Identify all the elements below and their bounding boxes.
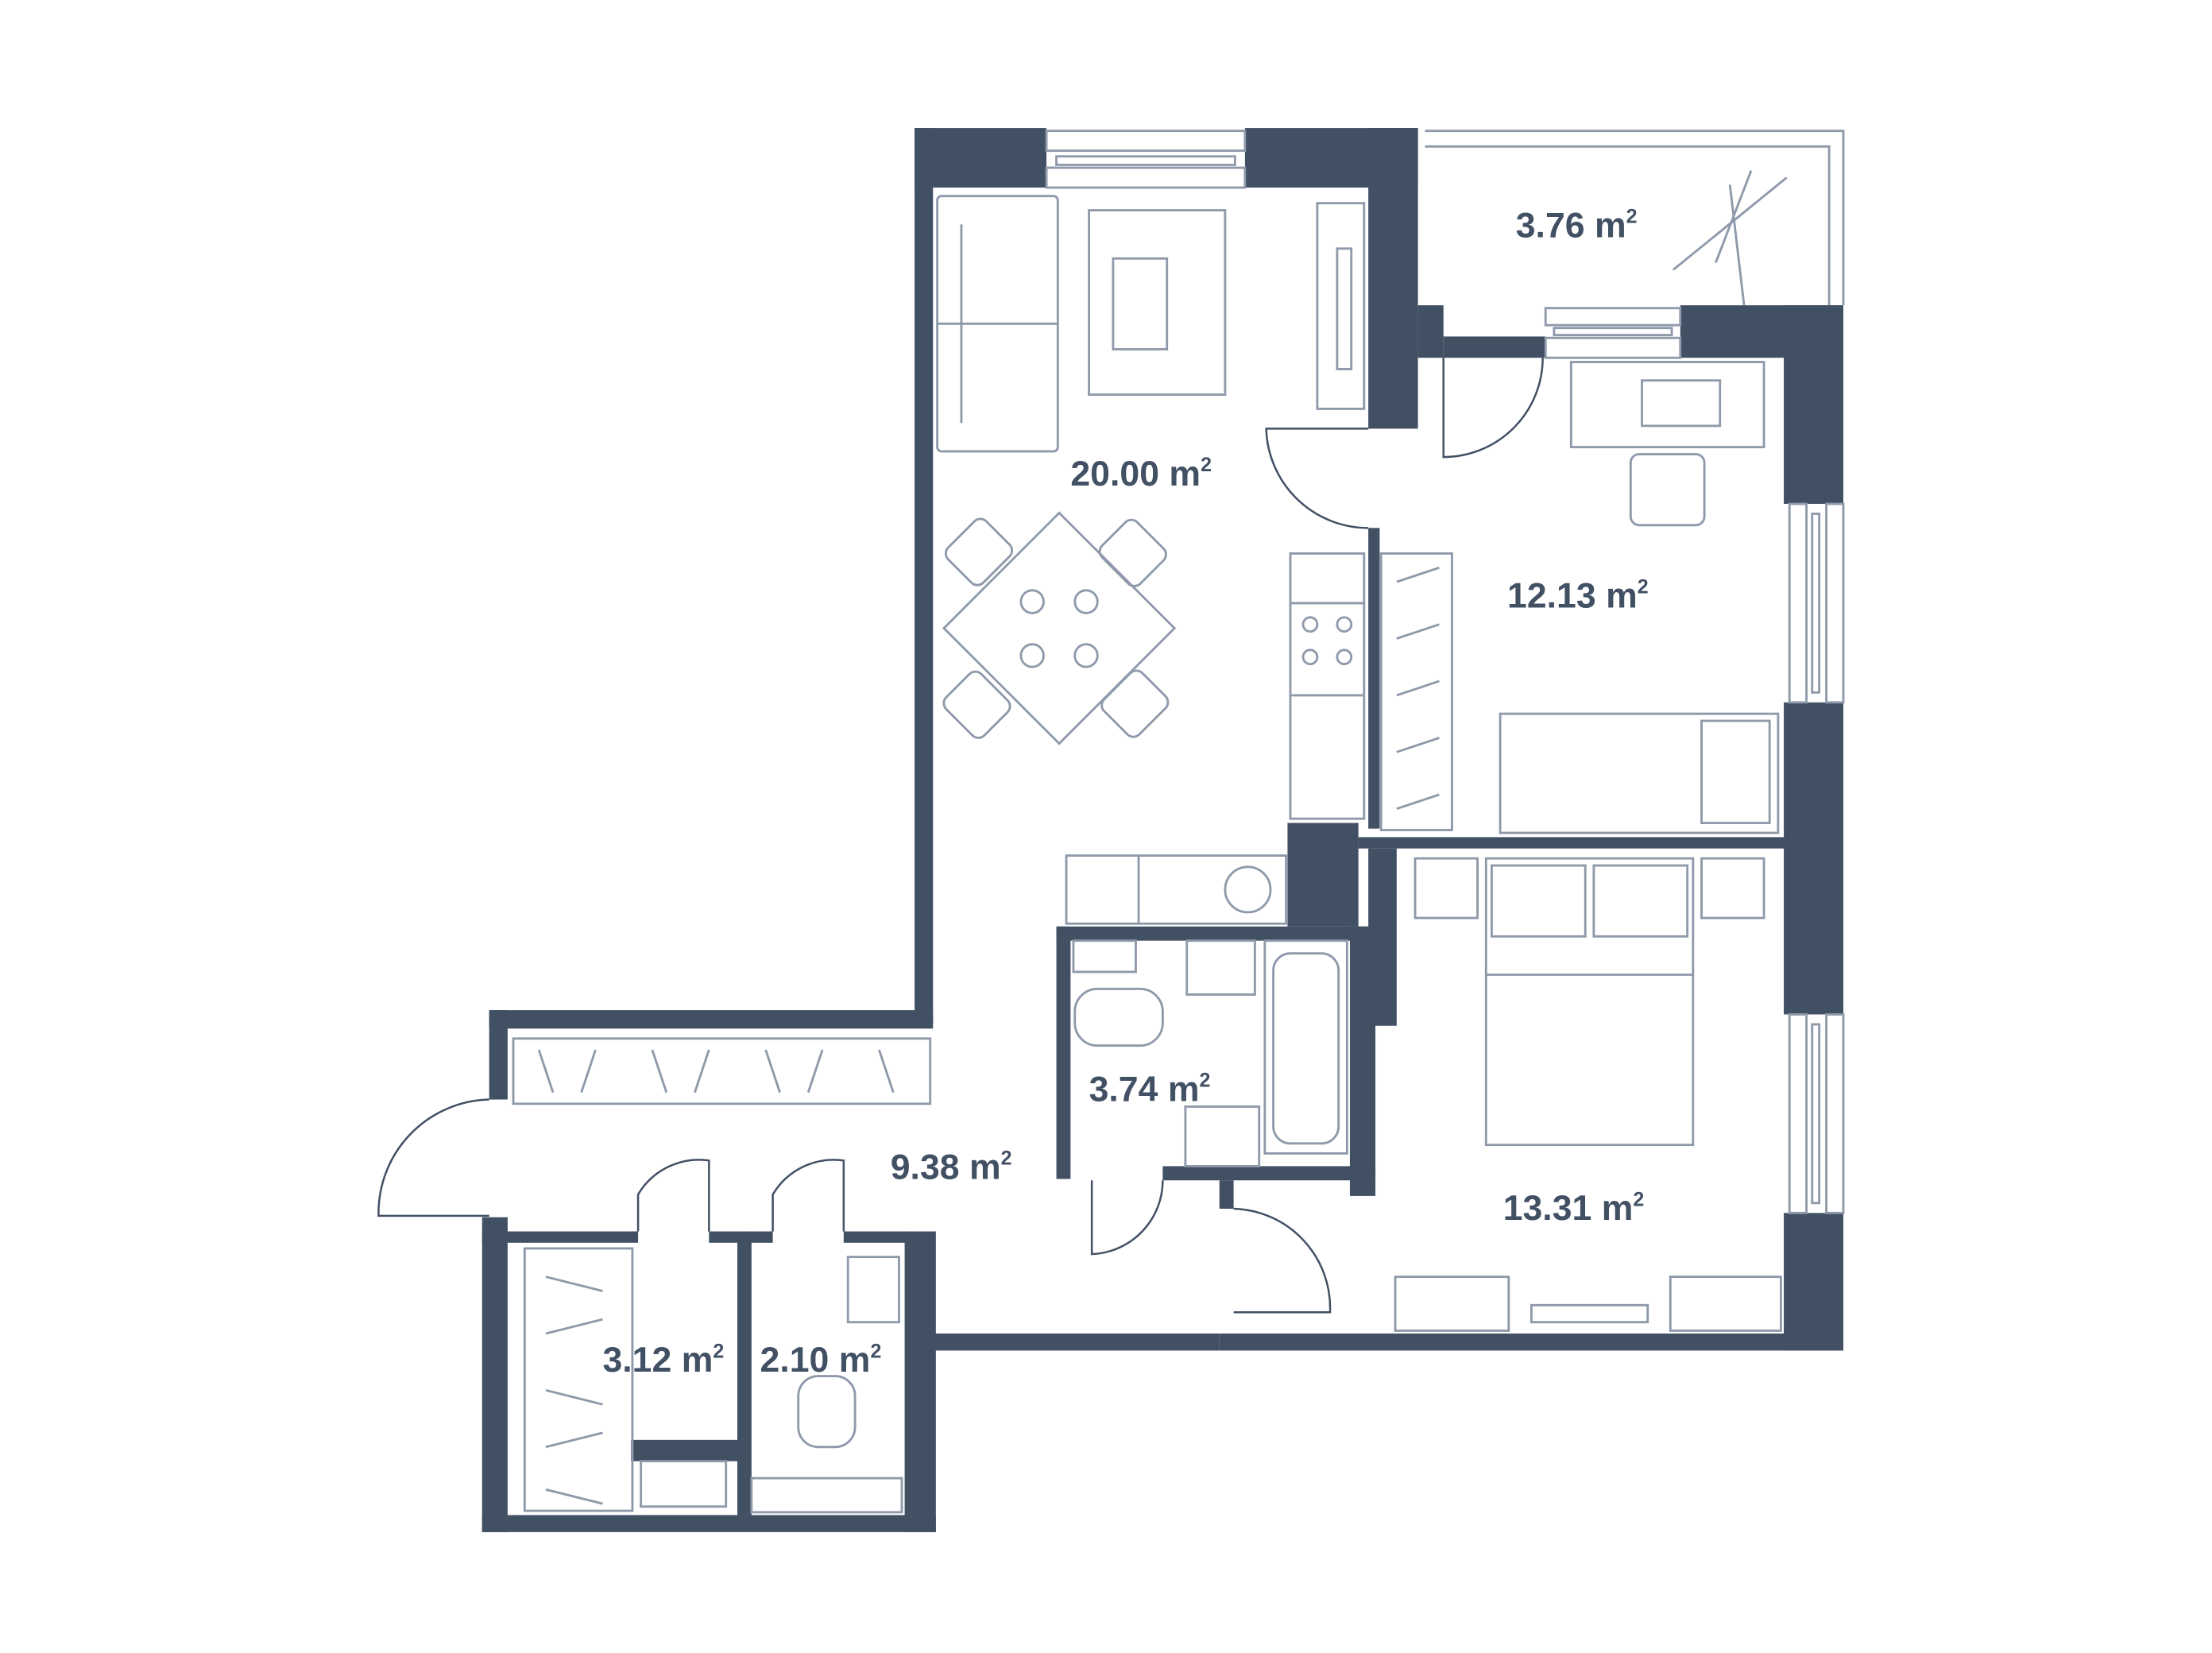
windows <box>1045 130 1845 1214</box>
area-label-balcony: 3.76 m2 <box>1516 206 1638 246</box>
walls <box>481 128 1843 1532</box>
area-label-hallway: 9.38 m2 <box>891 1148 1012 1187</box>
area-label-wardrobe: 3.12 m2 <box>602 1340 724 1380</box>
area-labels: 20.00 m2 3.76 m2 12.13 m2 13.31 m2 3.74 … <box>602 206 1648 1380</box>
area-label-bedroom-large: 13.31 m2 <box>1503 1188 1645 1228</box>
area-label-toilet: 2.10 m2 <box>760 1340 882 1380</box>
furniture <box>512 170 1788 1514</box>
area-label-living-kitchen: 20.00 m2 <box>1070 454 1212 494</box>
area-label-bedroom-small: 12.13 m2 <box>1507 575 1649 615</box>
area-label-bathroom: 3.74 m2 <box>1089 1069 1211 1109</box>
doors <box>377 358 1544 1314</box>
